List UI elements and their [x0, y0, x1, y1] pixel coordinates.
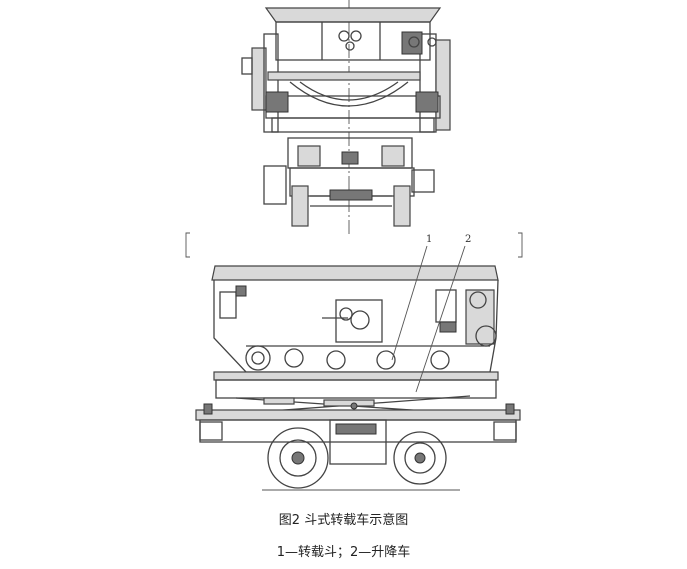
leader-line-1: [391, 245, 428, 361]
bracket-right: [518, 232, 523, 258]
callout-2: 2: [465, 234, 471, 245]
figure-caption-title: 图2 斗式转载车示意图: [278, 513, 409, 528]
bracket-left: [185, 232, 190, 258]
callout-1: 1: [426, 234, 432, 245]
side-view: [195, 265, 521, 491]
leader-line-2: [415, 245, 466, 393]
machine-drawing: 1 2: [185, 0, 523, 491]
figure-caption-legend: 1—转载斗；2—升降车: [276, 545, 411, 560]
end-view: [241, 0, 451, 235]
